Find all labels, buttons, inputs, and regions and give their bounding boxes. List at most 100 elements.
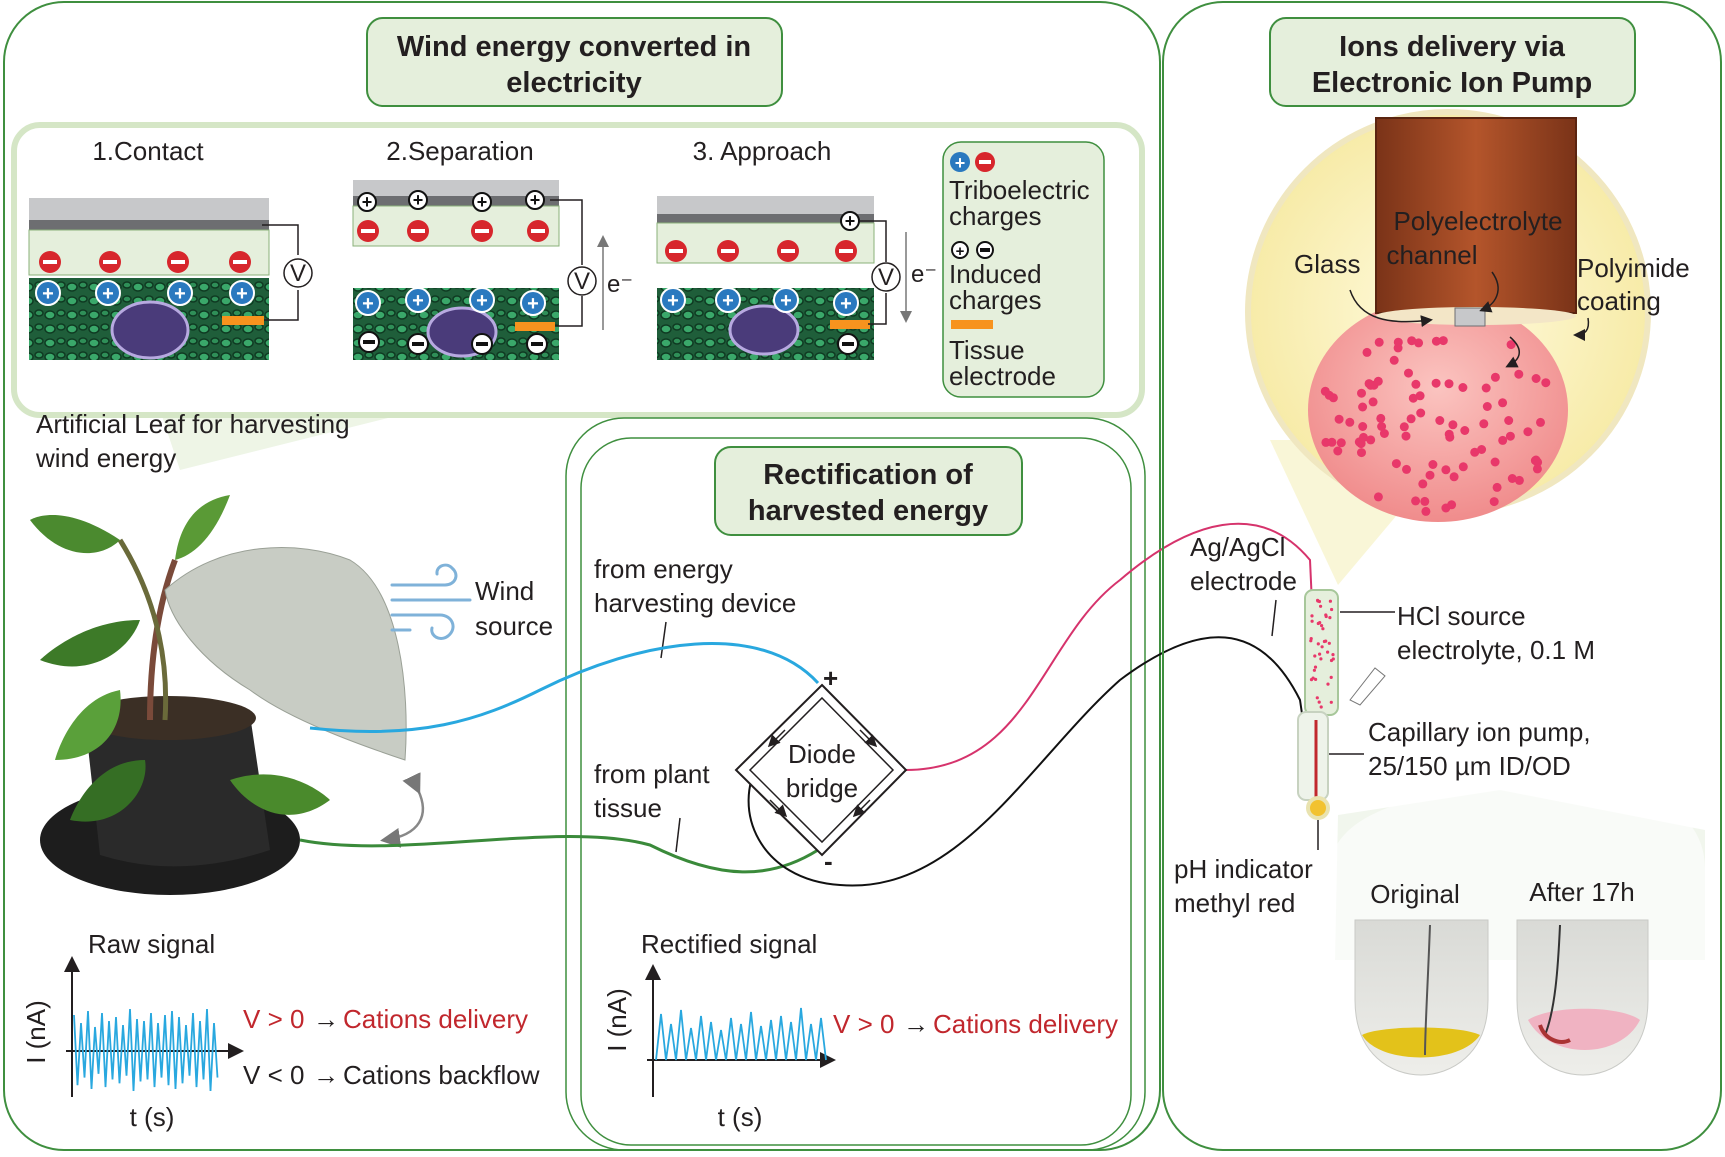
proton-dot (1435, 416, 1445, 425)
proton-dot (1374, 337, 1384, 347)
proton-dot (1404, 368, 1413, 378)
rect-vpos: V > 0 (833, 1009, 894, 1039)
proton-dot (1498, 398, 1508, 408)
proton-dot (1438, 336, 1448, 346)
proton-dot (1389, 355, 1399, 365)
proton-dot (1357, 388, 1366, 398)
from-plant-line1: from plant (594, 759, 710, 789)
proton-dot (1449, 472, 1459, 482)
wind-title-line1: Wind energy converted in (397, 31, 751, 63)
svg-text:+: + (476, 290, 488, 312)
proton-dot (1420, 496, 1430, 506)
legend-tissue-1: Tissue (949, 335, 1025, 365)
rect-x-label: t (s) (718, 1102, 763, 1132)
proton-dot (1444, 429, 1454, 439)
from-device-leader (660, 621, 667, 659)
step-approach-label: 3. Approach (693, 136, 832, 166)
proton-dot (1532, 464, 1542, 474)
proton-dot (1470, 447, 1480, 457)
wind-source-line2: source (475, 611, 553, 641)
proton-dot (1415, 391, 1425, 401)
hcl-dot (1319, 657, 1323, 661)
hcl-dot (1318, 652, 1322, 656)
hcl-dot (1317, 599, 1321, 604)
proton-dot (1373, 492, 1383, 502)
legend-triboelectric-2: charges (949, 201, 1042, 231)
proton-dot (1334, 414, 1344, 424)
rect-title-box (714, 446, 1023, 536)
diode-bridge (734, 683, 908, 857)
proton-dot (1541, 378, 1551, 388)
proton-dot (1481, 383, 1491, 393)
proton-dot (1414, 338, 1424, 348)
hcl-dot (1313, 665, 1318, 669)
proton-dot (1431, 336, 1441, 346)
proton-dot (1479, 419, 1489, 429)
raw-vneg: V < 0 (243, 1060, 304, 1090)
proton-dot (1523, 427, 1533, 437)
ions-title-line1: Ions delivery via (1339, 31, 1566, 63)
svg-text:+: + (477, 192, 488, 212)
rect-signal-title: Rectified signal (641, 929, 817, 959)
proton-dot (1411, 496, 1421, 506)
diode-label-line1: Diode (788, 739, 856, 769)
proton-dot (1418, 479, 1428, 489)
svg-text:+: + (174, 283, 186, 305)
voltmeter-label-3: V (878, 264, 894, 291)
proton-dot (1321, 437, 1331, 447)
raw-cations-backflow: Cations backflow (343, 1060, 540, 1090)
svg-text:+: + (362, 293, 374, 315)
ions-title-line2: Electronic Ion Pump (1312, 67, 1592, 99)
rect-cations-delivery: Cations delivery (933, 1009, 1118, 1039)
ions-title-box (1269, 17, 1636, 107)
ion-flow-pointer (1505, 336, 1520, 368)
agcl-line2: electrode (1190, 566, 1297, 596)
hcl-line2: electrolyte, 0.1 M (1397, 635, 1595, 665)
proton-dot (1336, 438, 1346, 448)
proton-dot (1431, 378, 1441, 388)
zoom-callout-wedge (160, 410, 420, 470)
proton-dot (1377, 422, 1387, 431)
rect-signal-trace (655, 1007, 827, 1061)
svg-text:+: + (956, 243, 965, 260)
proton-dot (1357, 448, 1366, 458)
hcl-dot (1324, 614, 1328, 619)
step-separation-label: 2.Separation (386, 136, 533, 166)
proton-dot (1489, 497, 1499, 507)
separation-diagram: + + + + + + + + V e⁻ (352, 180, 633, 360)
proton-dot (1399, 422, 1409, 432)
proton-dot (1366, 435, 1376, 445)
ph-line1: pH indicator (1174, 854, 1313, 884)
diode-plus: + (823, 663, 838, 693)
hcl-dots (1309, 598, 1335, 709)
proton-dot (1416, 408, 1426, 418)
hcl-dot (1328, 599, 1332, 603)
wind-title-line2: electricity (506, 67, 641, 99)
raw-cations-delivery: Cations delivery (343, 1004, 528, 1034)
proton-dot (1345, 417, 1355, 427)
glass-pointer (1349, 289, 1433, 328)
proton-dots (1320, 336, 1551, 516)
from-device-line1: from energy (594, 554, 733, 584)
wind-source-line1: Wind (475, 576, 534, 606)
proton-dot (1364, 379, 1374, 389)
ph-line2: methyl red (1174, 888, 1295, 918)
capillary-line2: 25/150 µm ID/OD (1368, 751, 1571, 781)
svg-text:+: + (530, 190, 541, 210)
proton-dot (1514, 369, 1524, 379)
hcl-dot (1329, 658, 1334, 663)
svg-text:+: + (840, 293, 852, 315)
hcl-dot (1310, 614, 1314, 618)
proton-dot (1507, 474, 1517, 483)
hcl-dot (1310, 619, 1314, 623)
hcl-dot (1320, 645, 1324, 649)
raw-arrow-2: → (313, 1060, 339, 1090)
hcl-dot (1327, 641, 1331, 645)
agcl-leader (1271, 599, 1277, 637)
proton-dot (1425, 470, 1435, 480)
raw-x-label: t (s) (130, 1102, 175, 1132)
proton-dot (1333, 446, 1343, 456)
hcl-dot (1328, 616, 1332, 620)
raw-arrow-1: → (313, 1004, 339, 1034)
proton-dot (1514, 475, 1524, 485)
